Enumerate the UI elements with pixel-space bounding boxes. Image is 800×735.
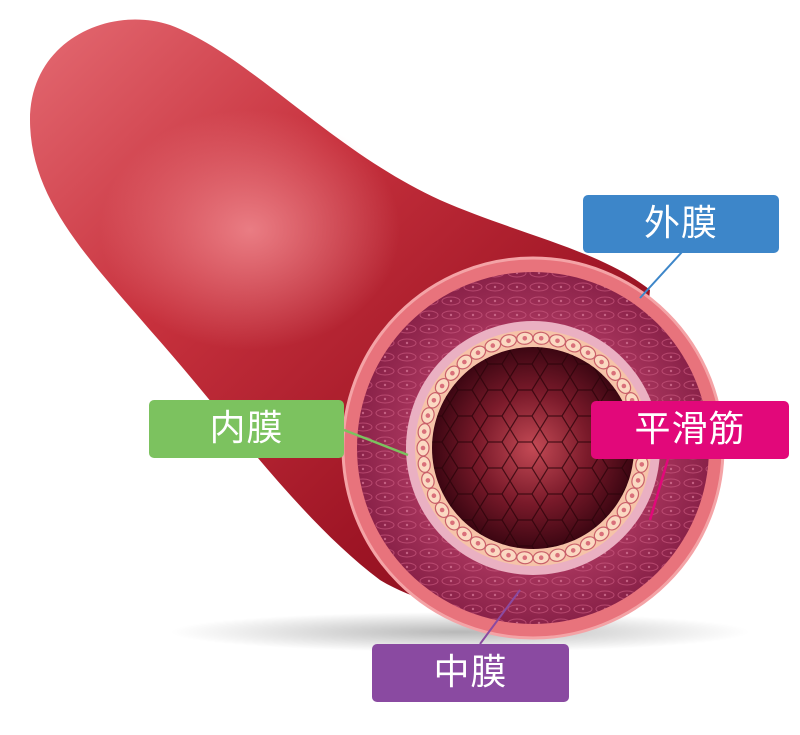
intima-cell-nucleus (506, 338, 511, 344)
leader-adventitia (639, 251, 683, 299)
intima-cell-nucleus (585, 350, 591, 356)
intima-cell-nucleus (522, 336, 528, 341)
intima-cell-nucleus (462, 359, 467, 365)
intima-cell-nucleus (639, 462, 645, 467)
intima-cell-nucleus (431, 398, 437, 403)
label-smooth-muscle: 平滑筋 (591, 401, 789, 459)
leader-media (479, 589, 521, 645)
leader-smooth (648, 458, 670, 521)
intima-cell-nucleus (475, 350, 481, 356)
intima-cell-nucleus (475, 541, 481, 546)
intima-cell-nucleus (522, 555, 528, 560)
intima-cell-nucleus (555, 338, 560, 344)
intima-cell-nucleus (611, 520, 616, 526)
intima-cell-nucleus (490, 548, 496, 553)
intima-cell-nucleus (421, 462, 427, 467)
intima-cell-nucleus (425, 478, 431, 483)
intima-cell-nucleus (599, 531, 604, 537)
intima-cell-nucleus (599, 359, 604, 365)
intima-cell-nucleus (585, 541, 591, 546)
leader-intima (343, 428, 409, 457)
intima-cell-nucleus (431, 493, 437, 499)
intima-cell-nucleus (629, 493, 635, 499)
intima-cell-nucleus (421, 429, 427, 434)
vessel-highlight (100, 110, 400, 350)
intima-cell-nucleus (570, 343, 576, 348)
intima-cell-nucleus (420, 445, 426, 451)
label-intima: 内膜 (149, 400, 344, 458)
label-adventitia: 外膜 (583, 195, 779, 253)
intima-cell-nucleus (439, 507, 445, 513)
intima-cell-nucleus (462, 531, 467, 537)
intima-cell-nucleus (621, 507, 627, 513)
intima-cell-nucleus (570, 548, 576, 553)
intima-cell-nucleus (538, 336, 544, 341)
intima-cell-nucleus (450, 520, 455, 526)
intima-cell-nucleus (490, 343, 496, 348)
intima-cell-nucleus (611, 370, 616, 376)
label-media: 中膜 (372, 644, 569, 702)
intima-cell-nucleus (425, 413, 431, 418)
intima-cell-nucleus (555, 552, 560, 558)
intima-cell-nucleus (450, 370, 455, 376)
intima-cell-nucleus (621, 383, 627, 389)
intima-cell-nucleus (635, 478, 641, 483)
intima-cell-nucleus (506, 552, 511, 558)
intima-cell-nucleus (439, 383, 445, 389)
intima-cell-nucleus (538, 555, 544, 560)
